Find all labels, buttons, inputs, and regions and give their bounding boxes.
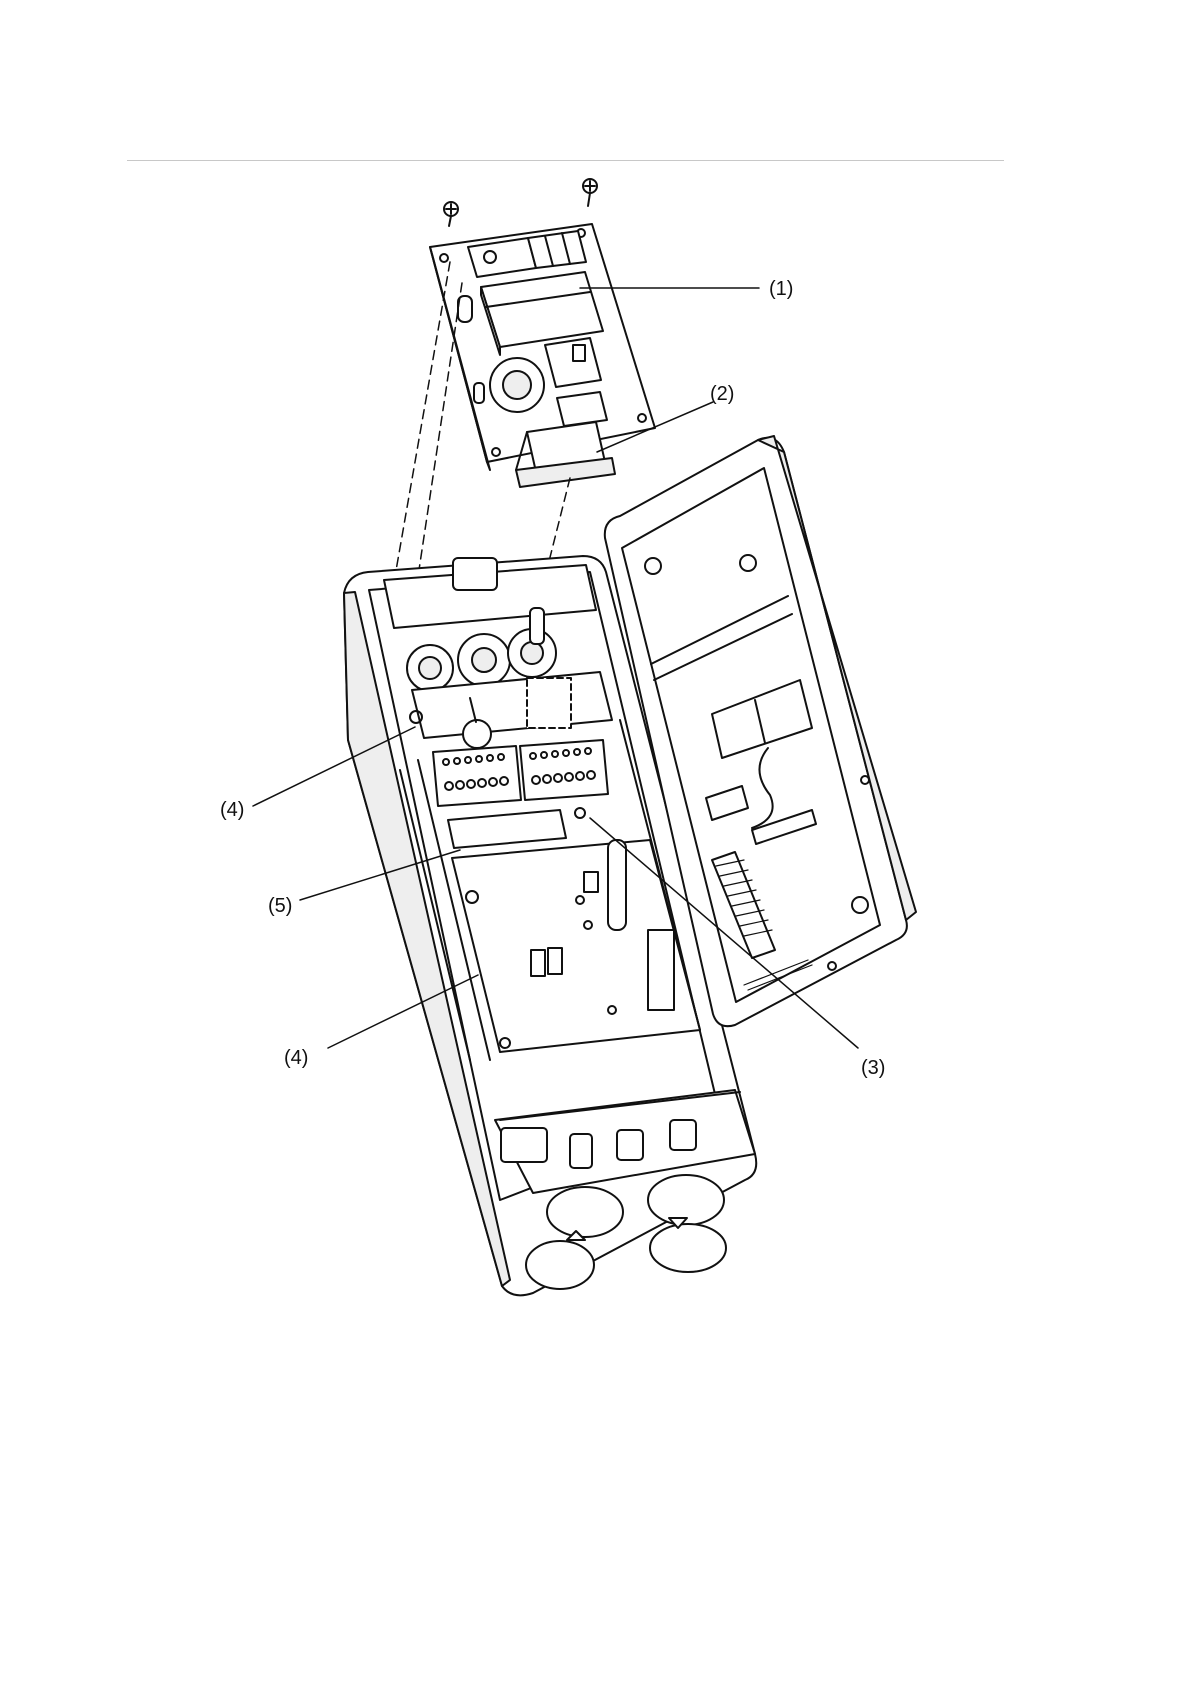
callout-3: (3): [861, 1057, 885, 1079]
callout-4-lower: (4): [284, 1047, 308, 1069]
callout-4-upper: (4): [220, 799, 244, 821]
screw-icon: [583, 179, 597, 206]
callout-2: (2): [710, 383, 734, 405]
callout-1: (1): [769, 278, 793, 300]
module-board: [430, 179, 655, 470]
screw-icon: [444, 202, 458, 226]
callout-5: (5): [268, 895, 292, 917]
